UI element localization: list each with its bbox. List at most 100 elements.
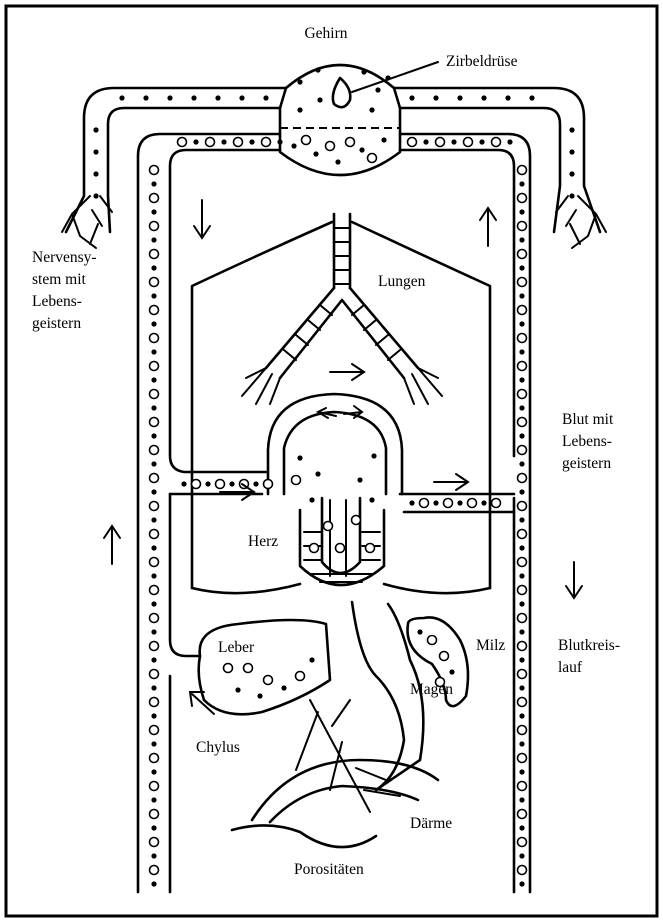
- spirit-dot: [359, 147, 364, 152]
- blood-circle: [352, 516, 361, 525]
- blood-circle: [518, 782, 527, 791]
- spirit-dot: [507, 139, 512, 144]
- label-milz: Milz: [476, 637, 505, 654]
- spirit-dot: [519, 461, 524, 466]
- blood-circle: [150, 390, 159, 399]
- blood-circle: [492, 499, 501, 508]
- blood-circle: [518, 334, 527, 343]
- arrow-up-right: [480, 208, 496, 246]
- blood-circle: [150, 418, 159, 427]
- blood-circle: [518, 726, 527, 735]
- spirit-dot: [297, 455, 302, 460]
- spirit-dot: [151, 713, 156, 718]
- blood-circle: [150, 754, 159, 763]
- blood-circle: [518, 390, 527, 399]
- blood-circle: [518, 250, 527, 259]
- arrow-down-left: [194, 200, 210, 238]
- spirit-dot: [519, 517, 524, 522]
- spirit-dot: [119, 95, 124, 100]
- blood-circle: [150, 698, 159, 707]
- spirit-dot: [519, 321, 524, 326]
- spirit-dot: [151, 181, 156, 186]
- blood-circle: [150, 502, 159, 511]
- spirit-dot: [239, 95, 244, 100]
- spirit-dot: [357, 477, 362, 482]
- spirit-dot: [167, 95, 172, 100]
- blood-circle: [408, 138, 417, 147]
- label-nerven-1: Nervensy-: [32, 249, 97, 266]
- spirit-dot: [215, 95, 220, 100]
- spirit-dot: [369, 497, 374, 502]
- label-kreis-1: Blutkreis-: [558, 637, 620, 654]
- blood-circle: [518, 614, 527, 623]
- spirit-dot: [151, 377, 156, 382]
- spirit-dot: [143, 95, 148, 100]
- spirit-dot: [519, 881, 524, 886]
- spirit-dot: [369, 107, 374, 112]
- blood-circle: [518, 502, 527, 511]
- blood-circle: [150, 810, 159, 819]
- markers: [93, 67, 574, 886]
- spirit-dot: [371, 453, 376, 458]
- spirit-dot: [433, 95, 438, 100]
- spirit-dot: [519, 237, 524, 242]
- label-blut-1: Blut mit: [562, 411, 614, 428]
- blood-circle: [464, 138, 473, 147]
- spirit-dot: [151, 881, 156, 886]
- blood-circle: [518, 418, 527, 427]
- blood-circle: [150, 446, 159, 455]
- blood-circle: [150, 558, 159, 567]
- blood-circle: [264, 676, 273, 685]
- blood-circle: [518, 866, 527, 875]
- blood-circle: [518, 306, 527, 315]
- spirit-dot: [193, 139, 198, 144]
- spirit-dot: [417, 629, 422, 634]
- blood-circle: [518, 754, 527, 763]
- label-kreis-2: lauf: [558, 659, 583, 676]
- blood-circle: [192, 480, 201, 489]
- spirit-dot: [481, 95, 486, 100]
- spirit-dot: [253, 481, 258, 486]
- spirit-dot: [315, 67, 320, 72]
- spirit-dot: [519, 853, 524, 858]
- spirit-dot: [151, 797, 156, 802]
- spirit-dot: [205, 481, 210, 486]
- label-porositaeten: Porositäten: [294, 861, 364, 878]
- arrow-up-left: [104, 526, 120, 564]
- label-blut-2: Lebens-: [562, 433, 612, 450]
- blood-circle: [150, 250, 159, 259]
- spirit-dot: [151, 405, 156, 410]
- spirit-dot: [519, 685, 524, 690]
- blood-circle: [518, 166, 527, 175]
- label-chylus: Chylus: [196, 739, 240, 756]
- spirit-dot: [569, 171, 574, 176]
- blood-circle: [492, 138, 501, 147]
- spirit-dot: [309, 657, 314, 662]
- blood-circle: [150, 474, 159, 483]
- spirit-dot: [569, 193, 574, 198]
- blood-circle: [262, 138, 271, 147]
- spirit-dot: [151, 489, 156, 494]
- blood-circle: [150, 838, 159, 847]
- blood-circle: [150, 642, 159, 651]
- spirit-dot: [309, 497, 314, 502]
- blood-circle: [436, 138, 445, 147]
- spirit-dot: [519, 769, 524, 774]
- spirit-dot: [457, 500, 462, 505]
- spirit-dot: [519, 293, 524, 298]
- spirit-dot: [151, 685, 156, 690]
- spirit-dot: [151, 433, 156, 438]
- spirit-dot: [151, 769, 156, 774]
- blood-circle: [310, 544, 319, 553]
- blood-circle: [444, 499, 453, 508]
- spirit-dot: [151, 853, 156, 858]
- blood-circle: [302, 136, 311, 145]
- label-nerven-4: geistern: [32, 315, 81, 332]
- blood-circle: [518, 810, 527, 819]
- spirit-dot: [151, 461, 156, 466]
- spirit-dot: [519, 433, 524, 438]
- blood-circle: [224, 664, 233, 673]
- spirit-dot: [191, 95, 196, 100]
- blood-circle: [366, 544, 375, 553]
- blood-circle: [150, 866, 159, 875]
